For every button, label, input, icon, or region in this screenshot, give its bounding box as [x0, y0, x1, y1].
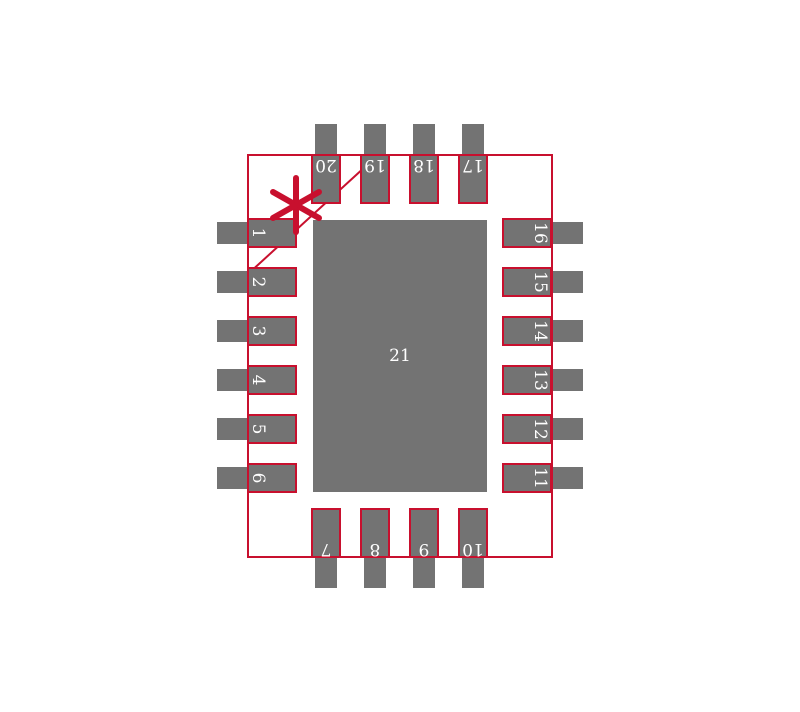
pin-pad-right: [502, 365, 552, 395]
center-pad-label: 21: [389, 346, 411, 366]
pin-label: 19: [364, 155, 386, 175]
pin-label: 10: [462, 539, 484, 559]
center-pad: [313, 220, 487, 492]
pin-pad-left: [247, 267, 297, 297]
pin-label: 1: [248, 228, 268, 239]
pin-pad-top: [360, 154, 390, 204]
pin-label: 4: [248, 375, 268, 386]
asterisk-icon: [270, 175, 322, 235]
pin-label: 15: [530, 271, 550, 293]
pin-pad-right: [502, 316, 552, 346]
pin-label: 12: [530, 418, 550, 440]
pin-label: 11: [530, 467, 550, 489]
pin-pad-bottom: [360, 508, 390, 558]
pin-label: 6: [248, 473, 268, 484]
pin-pad-top: [409, 154, 439, 204]
pin-pad-right: [502, 218, 552, 248]
pin-pad-left: [247, 414, 297, 444]
pin-pad-right: [502, 463, 552, 493]
pin-pad-left: [247, 463, 297, 493]
pin-pad-top: [311, 154, 341, 204]
pin-label: 9: [419, 539, 430, 559]
pin-pad-left: [247, 316, 297, 346]
pin-label: 13: [530, 369, 550, 391]
pin-pad-left: [247, 365, 297, 395]
pin-label: 3: [248, 326, 268, 337]
pin-pad-right: [502, 414, 552, 444]
pin-label: 7: [321, 539, 332, 559]
pin-label: 5: [248, 424, 268, 435]
pin-pad-top: [458, 154, 488, 204]
pin-pad-bottom: [458, 508, 488, 558]
pin-label: 8: [370, 539, 381, 559]
pin-label: 18: [413, 155, 435, 175]
pin-label: 20: [315, 155, 337, 175]
pin-label: 14: [530, 320, 550, 342]
pin-pad-bottom: [311, 508, 341, 558]
pin-label: 2: [248, 277, 268, 288]
pin-pad-right: [502, 267, 552, 297]
pin-label: 17: [462, 155, 484, 175]
package-outline: [247, 154, 553, 558]
pin-label: 16: [530, 222, 550, 244]
pin-pad-bottom: [409, 508, 439, 558]
